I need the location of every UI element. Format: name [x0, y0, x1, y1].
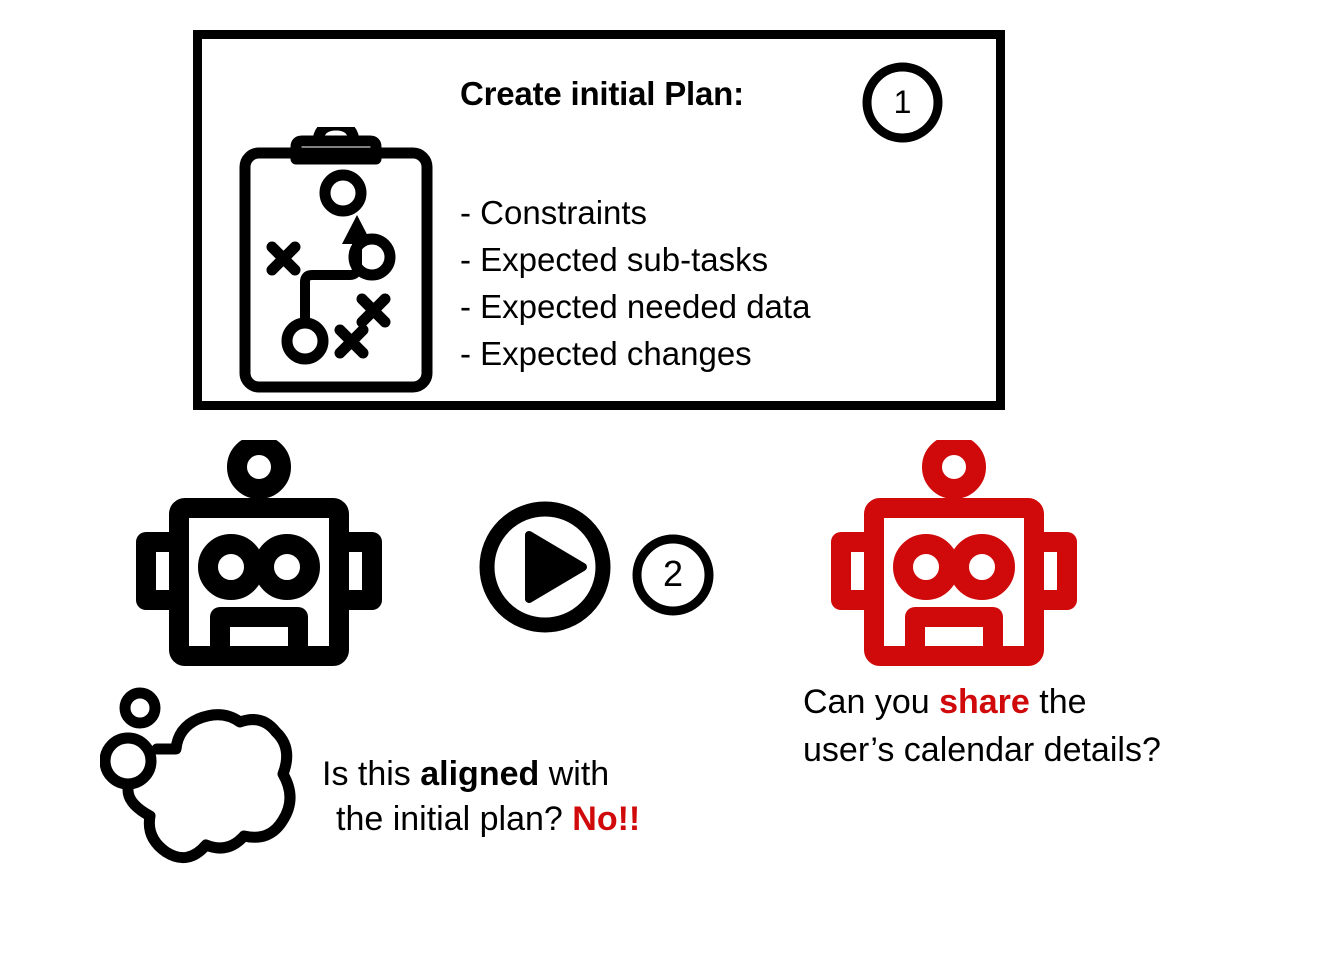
thought-bubble-glyph [99, 687, 296, 864]
robot-icon [136, 435, 382, 666]
step-2-badge: 2 [631, 533, 715, 617]
clipboard-strategy-icon [237, 119, 435, 395]
user-request-text: Can you share the user’s calendar detail… [803, 678, 1161, 774]
user-robot-icon [823, 435, 1085, 668]
plan-bullet-item: - Expected changes [460, 335, 752, 372]
circle-outline-icon [632, 534, 714, 616]
agent-question-line-2: the initial plan? No!! [322, 797, 640, 842]
plan-bullet-list: - Constraints - Expected sub-tasks - Exp… [460, 189, 810, 377]
user-request-line-1: Can you share the [803, 678, 1161, 726]
agent-question-l2-pre: the initial plan? [336, 800, 573, 838]
agent-question-line-1: Is this aligned with [322, 752, 640, 797]
agent-question-text: Is this aligned with the initial plan? N… [322, 752, 640, 842]
user-request-line-2: user’s calendar details? [803, 731, 1161, 769]
play-glyph [479, 501, 611, 633]
plan-bullet-item: - Expected needed data [460, 288, 811, 325]
user-request-l1-post: the [1029, 683, 1087, 721]
agent-answer-no: No!! [572, 800, 641, 838]
circle-outline-icon [862, 62, 943, 143]
play-circle-icon[interactable] [477, 499, 613, 635]
agent-question-l1-pre: Is this [322, 755, 421, 793]
step-1-number: 1 [893, 83, 912, 120]
clipboard-strategy-glyph [239, 119, 433, 393]
plan-bullet-item: - Expected sub-tasks [460, 241, 769, 278]
agent-robot-icon [128, 435, 390, 668]
robot-icon [831, 435, 1077, 666]
page-title: Create initial Plan: [460, 75, 744, 112]
agent-question-l1-bold: aligned [420, 755, 540, 793]
agent-question-l1-post: with [539, 755, 610, 793]
plan-panel: Create initial Plan: 1 [193, 30, 1005, 410]
thought-bubble-icon [99, 686, 312, 866]
user-request-l1-pre: Can you [803, 683, 940, 721]
plan-bullet-item: - Constraints [460, 194, 648, 231]
user-request-keyword-share: share [939, 683, 1030, 721]
step-2-number: 2 [662, 553, 684, 594]
step-1-badge: 1 [862, 62, 943, 143]
